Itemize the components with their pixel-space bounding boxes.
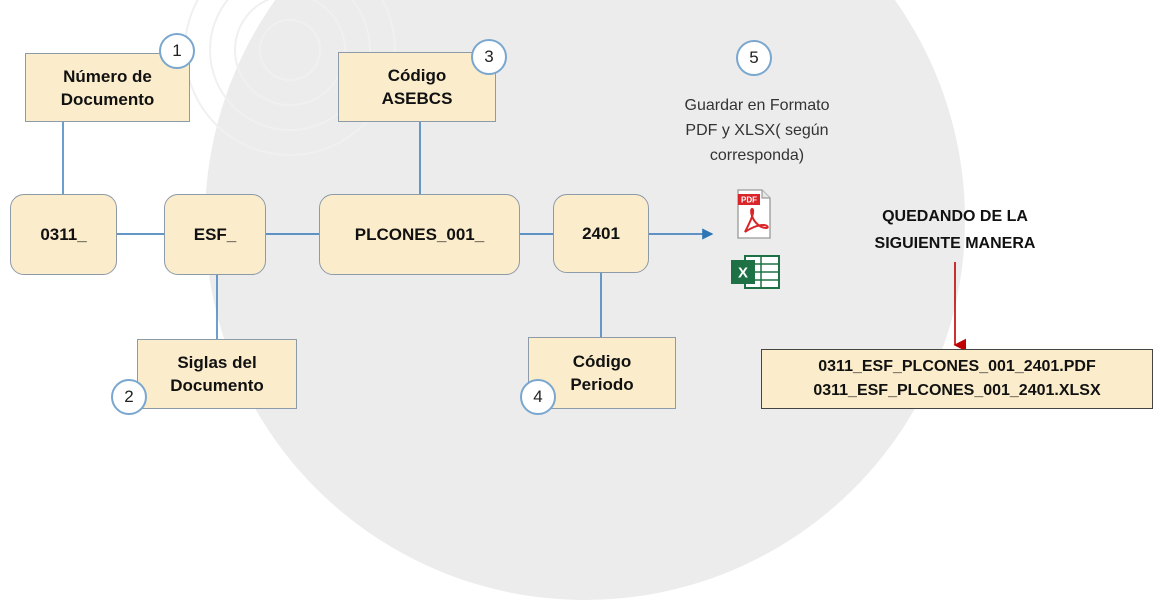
code-document-sigla: ESF_ xyxy=(164,194,266,275)
pdf-badge-text: PDF xyxy=(741,196,757,205)
excel-file-icon: X xyxy=(731,255,780,289)
result-title: QUEDANDO DE LA SIGUIENTE MANERA xyxy=(874,208,1036,252)
label-document-number: Número de Documento xyxy=(25,53,190,122)
step-badge-4: 4 xyxy=(520,379,556,415)
result-filenames: 0311_ESF_PLCONES_001_2401.PDF 0311_ESF_P… xyxy=(761,349,1153,409)
step-badge-3: 3 xyxy=(471,39,507,75)
code-period: 2401 xyxy=(553,194,649,273)
step-badge-1: 1 xyxy=(159,33,195,69)
connector-lines xyxy=(62,122,967,352)
code-asebcs: PLCONES_001_ xyxy=(319,194,520,275)
save-format-text: Guardar en Formato PDF y XLSX( según cor… xyxy=(684,97,830,164)
code-document-number: 0311_ xyxy=(10,194,117,275)
result-file-pdf: 0311_ESF_PLCONES_001_2401.PDF xyxy=(818,358,1096,375)
excel-badge-text: X xyxy=(738,265,748,282)
label-document-sigla: Siglas del Documento xyxy=(137,339,297,409)
step-badge-2: 2 xyxy=(111,379,147,415)
result-file-xlsx: 0311_ESF_PLCONES_001_2401.XLSX xyxy=(813,382,1101,399)
label-period-code: Código Periodo xyxy=(528,337,676,409)
label-asebcs-code: Código ASEBCS xyxy=(338,52,496,122)
pdf-file-icon: PDF xyxy=(737,189,771,239)
step-badge-5: 5 xyxy=(736,40,772,76)
